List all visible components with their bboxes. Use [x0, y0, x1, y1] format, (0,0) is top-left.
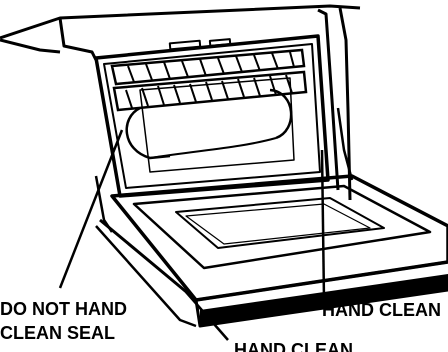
label-do-not-hand-clean-line2: CLEAN SEAL — [0, 323, 115, 343]
label-hand-clean-bottom: HAND CLEAN — [234, 340, 353, 352]
leader-do-not-hand-clean — [60, 130, 122, 288]
label-do-not-hand-clean-line1: DO NOT HAND — [0, 299, 127, 319]
label-hand-clean-right: HAND CLEAN — [322, 300, 441, 320]
leader-hand-clean-right — [322, 150, 324, 300]
oven-cavity — [96, 36, 328, 196]
door-hinges — [96, 108, 352, 232]
